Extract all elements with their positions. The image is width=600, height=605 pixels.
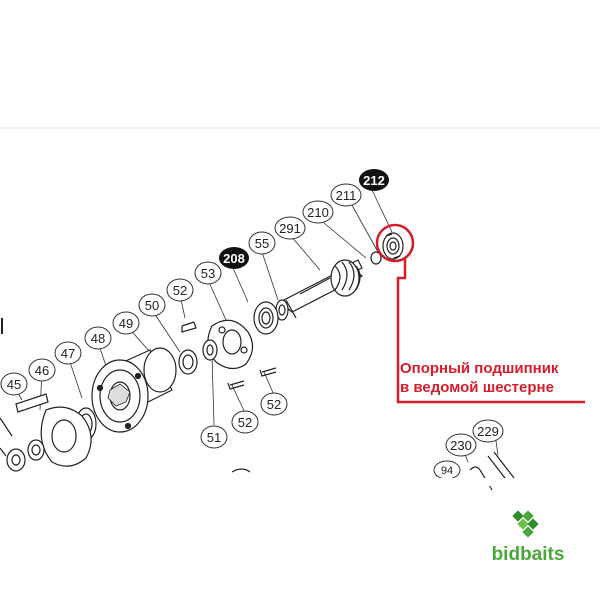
svg-text:208: 208 — [223, 251, 245, 266]
part-label-55-bubble — [248, 231, 276, 255]
part-label-52b: 52 — [267, 397, 281, 412]
part-label-45-bubble — [0, 372, 28, 396]
part-label-229: 229 — [477, 424, 499, 439]
part-label-52a: 52 — [173, 283, 187, 298]
part-label-49-bubble — [112, 311, 140, 335]
part-label-210: 210 — [307, 205, 329, 220]
part-label-51: 51 — [207, 430, 221, 445]
part-label-52a-bubble — [166, 278, 194, 302]
callout-line — [396, 258, 585, 404]
part-label-52c-bubble — [231, 410, 259, 434]
part-label-47: 47 — [61, 346, 75, 361]
part-label-51-bubble — [200, 425, 228, 449]
part-label-46: 46 — [35, 363, 49, 378]
part-label-50: 50 — [145, 298, 159, 313]
part-label-52c: 52 — [238, 415, 252, 430]
part-label-48-bubble — [84, 326, 112, 350]
part-label-230-bubble — [445, 433, 477, 457]
bidbaits-logo: bidbaits — [486, 508, 570, 572]
part-label-53: 53 — [201, 266, 215, 281]
part-label-211-bubble — [330, 183, 362, 207]
bearing-212-drawing — [382, 232, 404, 260]
part-label-49: 49 — [119, 316, 133, 331]
ring-211-drawing — [370, 251, 382, 265]
bidbaits-logo-text: bidbaits — [491, 544, 565, 565]
part-label-47-bubble — [54, 341, 82, 365]
bearing-50-drawing — [178, 339, 218, 375]
part-label-94: 94 — [441, 465, 453, 477]
screw-52-drawings — [181, 321, 277, 390]
part-label-230: 230 — [450, 438, 472, 453]
part-label-55: 55 — [255, 236, 269, 251]
part-label-212: 212 — [359, 169, 389, 191]
part-label-50-bubble — [138, 293, 166, 317]
part-label-291-bubble — [274, 216, 306, 240]
bidbaits-logo-icon — [512, 510, 539, 538]
part-label-291: 291 — [279, 221, 301, 236]
svg-text:212: 212 — [363, 173, 385, 188]
bearing-208-drawing — [253, 301, 279, 335]
part-label-48: 48 — [91, 331, 105, 346]
part-label-210-bubble — [302, 200, 334, 224]
callout-circle — [375, 223, 415, 263]
pinion-shaft-drawing — [278, 259, 364, 319]
part-label-46-bubble — [28, 358, 56, 382]
callout-text-line1: Опорный подшипник — [400, 360, 559, 377]
part-label-211: 211 — [336, 188, 357, 203]
part-label-52b-bubble — [260, 392, 288, 416]
part-label-53-bubble — [194, 261, 222, 285]
part-label-208: 208 — [219, 247, 249, 269]
bearing-45-drawing — [0, 393, 49, 472]
callout-highlight — [375, 223, 585, 404]
part-label-229-bubble — [472, 419, 504, 443]
callout-text-line2: в ведомой шестерне — [400, 379, 554, 396]
part-label-45: 45 — [7, 377, 21, 392]
drive-gear-48-49-drawing — [91, 347, 177, 433]
